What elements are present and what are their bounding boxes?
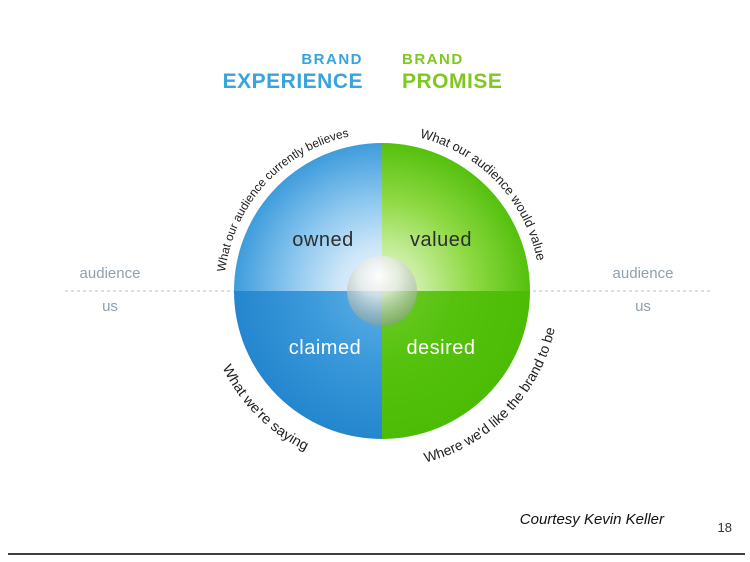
quadrant-label-owned: owned bbox=[292, 229, 353, 251]
quadrant-owned-shape bbox=[234, 143, 382, 291]
bottom-rule bbox=[8, 553, 745, 555]
center-sphere bbox=[347, 256, 417, 326]
brand-experience-header: BRAND EXPERIENCE bbox=[223, 50, 363, 93]
quadrant-label-valued: valued bbox=[410, 229, 472, 251]
page-number: 18 bbox=[717, 520, 732, 535]
axis-label-us-left: us bbox=[102, 298, 118, 315]
brand-promise-eyebrow: BRAND bbox=[402, 51, 464, 68]
quadrant-valued-shape bbox=[382, 143, 530, 291]
quadrant-label-desired: desired bbox=[406, 337, 475, 359]
quadrant-claimed-shape bbox=[234, 291, 382, 439]
brand-promise-header: BRAND PROMISE bbox=[402, 50, 502, 93]
credit-text: Courtesy Kevin Keller bbox=[519, 511, 664, 528]
quadrant-desired-shape bbox=[382, 291, 530, 439]
brand-promise-title: PROMISE bbox=[402, 70, 503, 93]
quadrant-label-claimed: claimed bbox=[289, 337, 361, 359]
brand-experience-eyebrow: BRAND bbox=[301, 51, 363, 68]
axis-label-us-right: us bbox=[635, 298, 651, 315]
brand-experience-title: EXPERIENCE bbox=[222, 70, 363, 93]
axis-label-audience-right: audience bbox=[612, 265, 674, 282]
axis-label-audience-left: audience bbox=[79, 265, 141, 282]
